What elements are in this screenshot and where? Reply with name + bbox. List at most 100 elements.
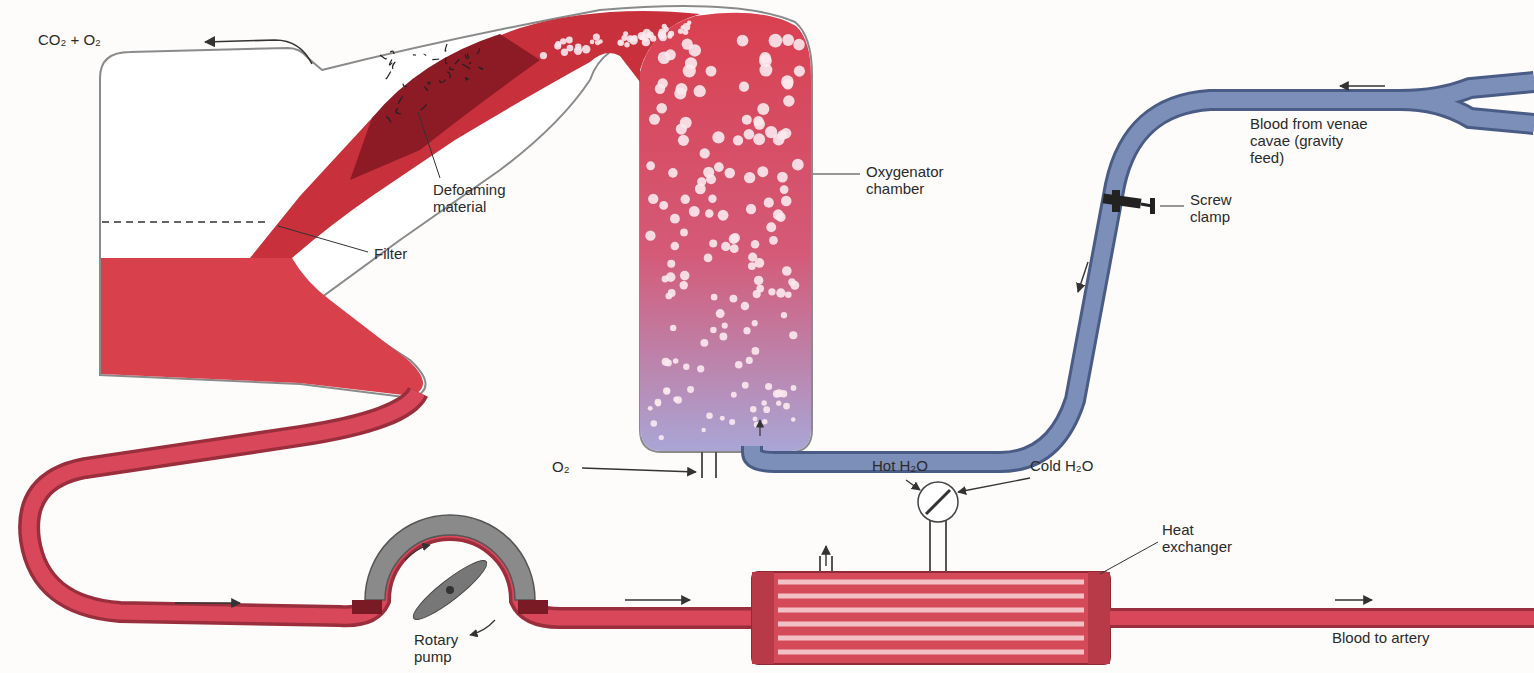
bubble [777, 172, 788, 183]
bubble [668, 32, 673, 37]
filter-line [102, 221, 268, 223]
defoam-strand [392, 62, 395, 69]
bubble [668, 31, 674, 37]
bubble [759, 52, 771, 64]
bubble [683, 364, 689, 370]
bubble [744, 129, 755, 140]
bubble [722, 323, 728, 329]
defoamer-blood [350, 34, 540, 180]
bubble [680, 281, 688, 289]
bubble [664, 388, 670, 394]
bubble [762, 419, 768, 425]
bubble [639, 34, 644, 39]
defoam-strand [445, 58, 447, 64]
defoam-strand [465, 55, 469, 59]
bubble [658, 31, 666, 39]
bubble [662, 358, 670, 366]
bubble [742, 382, 749, 389]
defoam-strand [427, 82, 430, 84]
bubble [712, 131, 724, 143]
defoam-strand [432, 58, 439, 60]
part-label: Filter [374, 246, 407, 263]
bubble [729, 295, 737, 303]
exchanger-tube [778, 636, 1084, 641]
bubble [683, 23, 691, 31]
bubble [729, 419, 735, 425]
part-label: Rotary pump [414, 632, 486, 666]
bubble [753, 133, 765, 145]
bubble [575, 44, 582, 51]
bubble [742, 115, 752, 125]
bubble [697, 177, 706, 186]
defoam-strand [389, 60, 392, 65]
bubble [662, 276, 669, 283]
bubble [710, 327, 717, 334]
bubble [659, 201, 668, 210]
bubble [731, 392, 737, 398]
bubble [678, 135, 689, 146]
bubble [645, 231, 655, 241]
defoam-strand [396, 108, 401, 113]
bubble [680, 271, 690, 281]
bubble [658, 32, 665, 39]
bubble [741, 302, 750, 311]
bubble [671, 242, 680, 251]
rotary-pump [352, 515, 548, 635]
bubble [646, 161, 655, 170]
bubble [623, 31, 628, 36]
screw-clamp [1102, 190, 1155, 214]
part-label: Hot H₂O [872, 458, 928, 475]
arch-blood [250, 11, 700, 258]
flow-arrow [759, 420, 760, 436]
bubble [782, 266, 792, 276]
bubble [776, 212, 786, 222]
bubble [708, 195, 716, 203]
bubble [670, 325, 676, 331]
bubble [781, 312, 787, 318]
defoam-strand [449, 67, 453, 70]
bubble [711, 294, 718, 301]
bubble [590, 40, 595, 45]
bubble [567, 45, 574, 52]
flow-arrow [1340, 85, 1385, 86]
bubble [754, 422, 760, 428]
bubble [793, 39, 805, 51]
bubble [744, 172, 755, 183]
defoam-strand [447, 72, 450, 79]
bubble [700, 339, 708, 347]
bubble [593, 33, 600, 40]
bubble [582, 45, 590, 53]
defoam-strand [421, 104, 426, 110]
bubble [792, 159, 804, 171]
bubble [764, 198, 774, 208]
part-label: Oxygenator chamber [866, 164, 976, 198]
bubble [743, 327, 750, 334]
bubble [618, 41, 623, 46]
return-tube [29, 392, 760, 618]
bubble [648, 406, 653, 411]
bubble [769, 236, 778, 245]
bubble [683, 64, 696, 77]
bubble [776, 288, 785, 297]
bubble [785, 291, 792, 298]
bubble [700, 148, 710, 158]
bubble [763, 406, 770, 413]
bubble [663, 27, 669, 33]
venous-tube-edge [752, 82, 1534, 462]
defoam-strand [479, 67, 483, 70]
exchanger-tube [778, 622, 1084, 627]
oxygen-bubbles [540, 20, 805, 440]
defoam-strand [445, 44, 447, 51]
bubble [716, 309, 725, 318]
clamp-leader [1160, 206, 1184, 207]
bubble [724, 168, 735, 179]
heat-exchanger [752, 478, 1110, 664]
part-label: O₂ [552, 459, 570, 476]
bubble [735, 361, 743, 369]
bubble [665, 293, 672, 300]
part-label: Defoaming material [433, 182, 538, 216]
exchanger-tube [778, 608, 1084, 613]
bubble [750, 406, 756, 412]
defoam-strand [398, 96, 402, 103]
bubble [757, 103, 769, 115]
